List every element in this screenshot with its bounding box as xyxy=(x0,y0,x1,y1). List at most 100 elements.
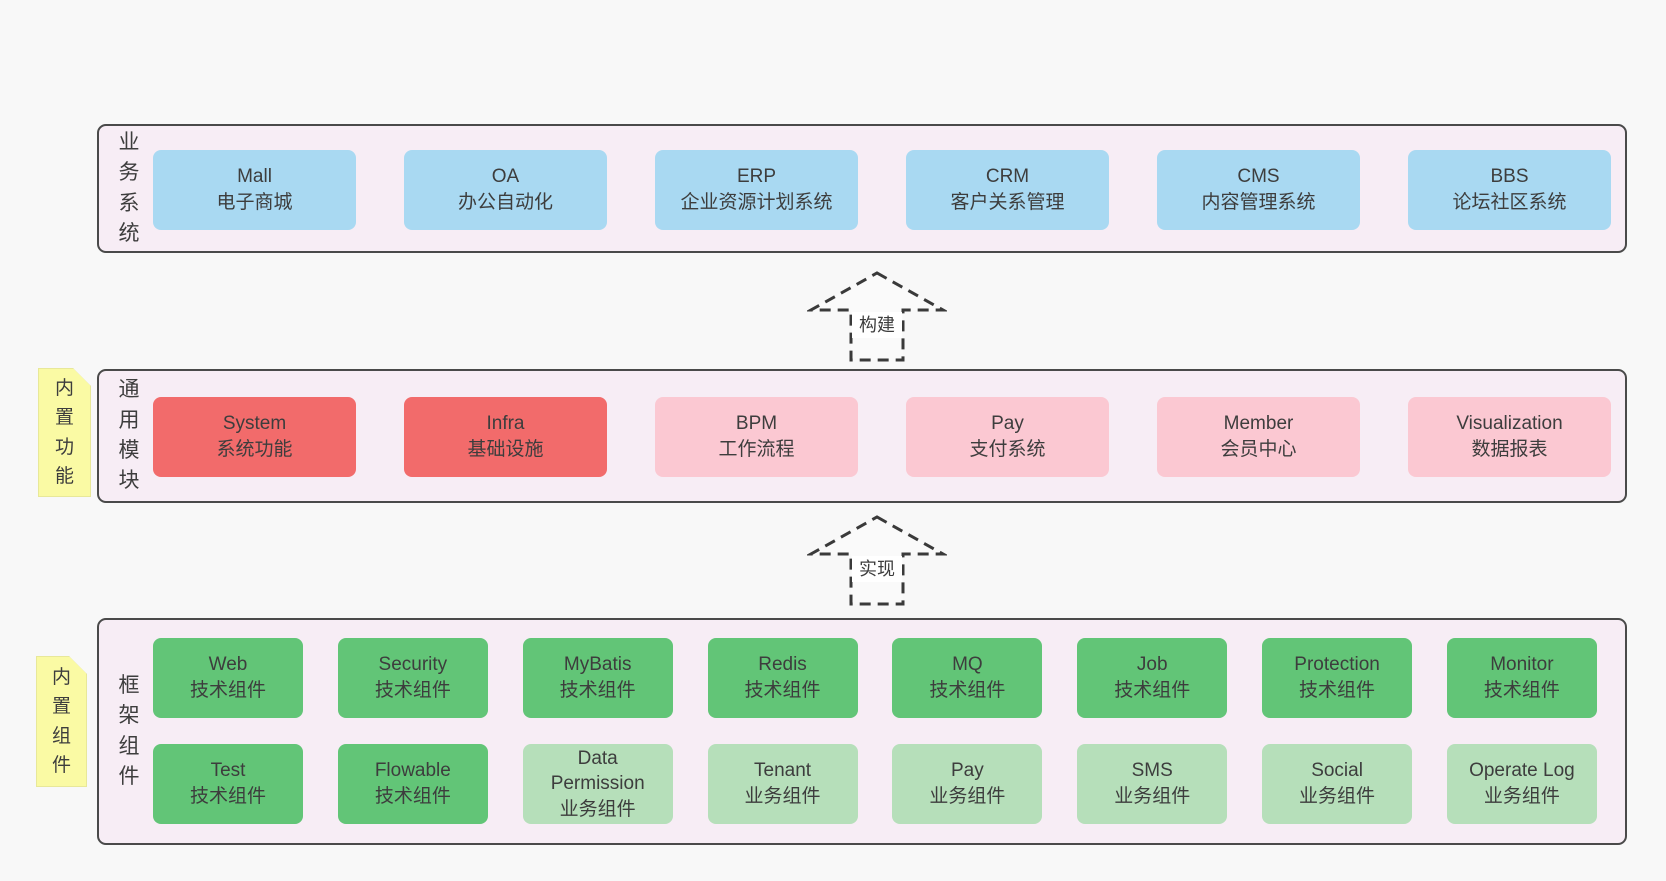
box-title: BPM xyxy=(735,413,778,435)
box-title: Social xyxy=(1311,760,1363,782)
box-title: OA xyxy=(491,166,520,188)
layer-common-modules: 通用模块 System 系统功能 Infra 基础设施 BPM 工作流程 Pay… xyxy=(97,369,1627,503)
box-title: CMS xyxy=(1237,166,1280,188)
box-subtitle: 技术组件 xyxy=(189,680,266,701)
box-title: Test xyxy=(210,760,246,782)
box-subtitle: 基础设施 xyxy=(467,439,544,460)
box-title: Flowable xyxy=(374,760,451,782)
box-security: Security 技术组件 xyxy=(337,638,488,718)
box-title: Job xyxy=(1136,654,1168,676)
box-sms: SMS 业务组件 xyxy=(1077,744,1228,824)
box-title: Operate Log xyxy=(1469,760,1575,782)
box-bbs: BBS 论坛社区系统 xyxy=(1408,150,1611,230)
layer-framework-components-label: 框架组件 xyxy=(118,673,140,788)
box-member: Member 会员中心 xyxy=(1157,397,1360,477)
box-mybatis: MyBatis 技术组件 xyxy=(522,638,673,718)
box-subtitle: 内容管理系统 xyxy=(1201,192,1316,213)
layer-business-systems-label: 业务系统 xyxy=(118,130,140,245)
box-subtitle: 技术组件 xyxy=(189,786,266,807)
box-web: Web 技术组件 xyxy=(153,638,303,718)
box-subtitle: 业务组件 xyxy=(559,798,636,820)
box-subtitle: 技术组件 xyxy=(1483,680,1560,701)
box-title: Security xyxy=(378,654,448,676)
box-subtitle: 会员中心 xyxy=(1220,439,1297,460)
box-operate-log: Operate Log 业务组件 xyxy=(1446,744,1597,824)
box-title: ERP xyxy=(736,166,777,188)
box-pay-component: Pay 业务组件 xyxy=(892,744,1043,824)
box-subtitle: 企业资源计划系统 xyxy=(680,192,833,213)
box-subtitle: 技术组件 xyxy=(374,786,451,807)
box-social: Social 业务组件 xyxy=(1262,744,1413,824)
box-title: CRM xyxy=(985,166,1030,188)
box-erp: ERP 企业资源计划系统 xyxy=(655,150,858,230)
box-visualization: Visualization 数据报表 xyxy=(1408,397,1611,477)
box-subtitle: 论坛社区系统 xyxy=(1452,192,1567,213)
sticky-note-builtin-components: 内置组件 xyxy=(36,656,87,787)
layer-business-systems: 业务系统 Mall 电子商城 OA 办公自动化 ERP 企业资源计划系统 CRM… xyxy=(97,124,1627,253)
box-subtitle: 系统功能 xyxy=(216,439,293,460)
box-test: Test 技术组件 xyxy=(153,744,303,824)
box-subtitle: 技术组件 xyxy=(559,680,636,701)
box-title: Pay xyxy=(951,760,984,782)
box-title: Infra xyxy=(486,413,525,435)
box-subtitle: 技术组件 xyxy=(929,680,1006,701)
box-bpm: BPM 工作流程 xyxy=(655,397,858,477)
box-mq: MQ 技术组件 xyxy=(892,638,1043,718)
business-systems-row: Mall 电子商城 OA 办公自动化 ERP 企业资源计划系统 CRM 客户关系… xyxy=(153,150,1611,230)
box-tenant: Tenant 业务组件 xyxy=(707,744,858,824)
box-crm: CRM 客户关系管理 xyxy=(906,150,1109,230)
box-title: SMS xyxy=(1131,760,1173,782)
sticky-fold-corner xyxy=(73,368,91,386)
box-title: Visualization xyxy=(1456,413,1563,435)
box-title: Member xyxy=(1223,413,1294,435)
box-title: BBS xyxy=(1490,166,1529,188)
box-subtitle: 业务组件 xyxy=(1299,786,1376,807)
common-modules-row: System 系统功能 Infra 基础设施 BPM 工作流程 Pay 支付系统… xyxy=(153,397,1611,477)
box-title: Pay xyxy=(991,413,1024,435)
box-cms: CMS 内容管理系统 xyxy=(1157,150,1360,230)
box-title: MyBatis xyxy=(563,654,632,676)
box-system: System 系统功能 xyxy=(153,397,356,477)
sticky-fold-corner xyxy=(69,656,87,674)
box-pay-system: Pay 支付系统 xyxy=(906,397,1109,477)
framework-components-row-1: Web 技术组件 Security 技术组件 MyBatis 技术组件 Redi… xyxy=(153,638,1597,718)
box-subtitle: 办公自动化 xyxy=(457,192,553,213)
box-subtitle: 业务组件 xyxy=(929,786,1006,807)
box-redis: Redis 技术组件 xyxy=(707,638,858,718)
layer-framework-components: 框架组件 Web 技术组件 Security 技术组件 MyBatis 技术组件… xyxy=(97,618,1627,845)
box-subtitle: 支付系统 xyxy=(969,439,1046,460)
box-subtitle: 业务组件 xyxy=(1483,786,1560,807)
box-subtitle: 技术组件 xyxy=(374,680,451,701)
box-title: Data Permission xyxy=(550,747,645,795)
box-subtitle: 工作流程 xyxy=(718,439,795,460)
box-subtitle: 技术组件 xyxy=(744,680,821,701)
box-flowable: Flowable 技术组件 xyxy=(337,744,488,824)
framework-components-row-2: Test 技术组件 Flowable 技术组件 Data Permission … xyxy=(153,744,1597,824)
box-mall: Mall 电子商城 xyxy=(153,150,356,230)
box-subtitle: 数据报表 xyxy=(1471,439,1548,460)
box-subtitle: 业务组件 xyxy=(744,786,821,807)
box-subtitle: 技术组件 xyxy=(1299,680,1376,701)
box-monitor: Monitor 技术组件 xyxy=(1446,638,1597,718)
box-subtitle: 电子商城 xyxy=(216,192,293,213)
box-title: Monitor xyxy=(1490,654,1554,676)
box-title: System xyxy=(222,413,287,435)
box-oa: OA 办公自动化 xyxy=(404,150,607,230)
box-job: Job 技术组件 xyxy=(1077,638,1228,718)
implement-arrow-label: 实现 xyxy=(859,559,895,579)
box-subtitle: 技术组件 xyxy=(1114,680,1191,701)
box-title: MQ xyxy=(952,654,983,676)
box-protection: Protection 技术组件 xyxy=(1262,638,1413,718)
box-subtitle: 客户关系管理 xyxy=(950,192,1065,213)
layer-common-modules-label: 通用模块 xyxy=(118,378,140,493)
box-title: Redis xyxy=(758,654,807,676)
box-title: Tenant xyxy=(754,760,812,782)
build-arrow-label: 构建 xyxy=(859,315,895,335)
box-title: Mall xyxy=(237,166,272,188)
implement-arrow-icon: 实现 xyxy=(807,515,947,606)
box-data-permission: Data Permission 业务组件 xyxy=(522,744,673,824)
box-subtitle: 业务组件 xyxy=(1114,786,1191,807)
box-title: Web xyxy=(208,654,248,676)
box-title: Protection xyxy=(1294,654,1380,676)
build-arrow-icon: 构建 xyxy=(807,271,947,362)
